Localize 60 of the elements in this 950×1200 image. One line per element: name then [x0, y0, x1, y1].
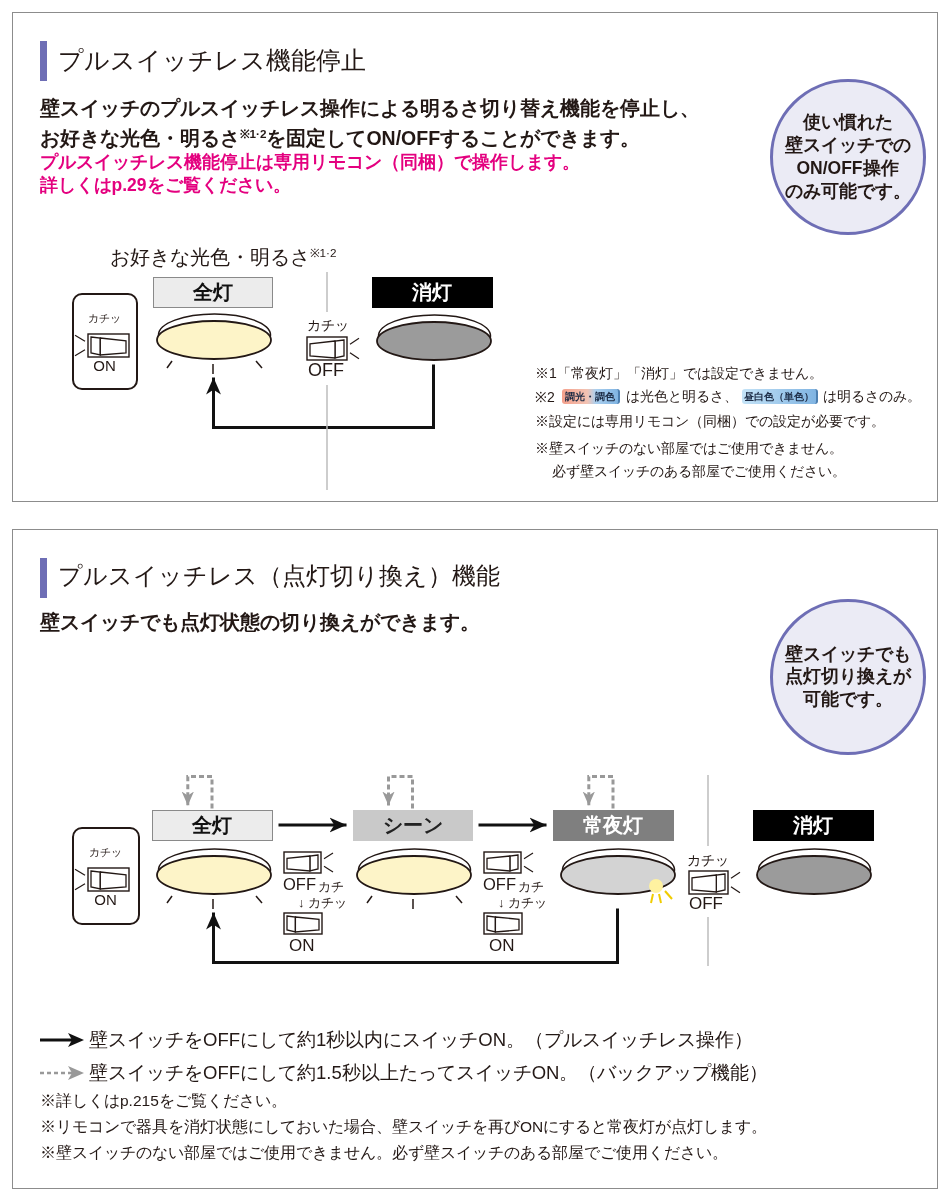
switch-state-label: ON — [289, 935, 315, 957]
info-circle: 壁スイッチでも点灯切り換えが可能です。 — [769, 598, 926, 755]
footnote: ※1「常夜灯」「消灯」では設定できません。 — [535, 364, 823, 382]
legend-text: 壁スイッチをOFFにして約1秒以内にスイッチON。（プルスイッチレス操作） — [89, 1028, 754, 1051]
description-text: 壁スイッチでも点灯状態の切り換えができます。 — [39, 609, 481, 635]
mode-box: 消灯 — [752, 809, 874, 841]
sound-label: ↓ カチッ — [498, 895, 548, 911]
footnote: は光色と明るさ、 — [625, 388, 738, 405]
section-title: プルスイッチレス機能停止 — [57, 44, 366, 75]
ceiling-light — [755, 847, 872, 896]
section-panel — [12, 12, 938, 502]
ceiling-light — [355, 847, 472, 910]
switch-state-label: OFF — [689, 893, 723, 914]
mode-box: 全灯 — [152, 276, 273, 308]
dashed-arrow — [582, 775, 615, 809]
switch-state-label: OFF — [308, 359, 344, 382]
footnote: ※壁スイッチのない部屋ではご使用できません。必ず壁スイッチのある部屋でご使用ください。 — [40, 1144, 728, 1163]
section-title: プルスイッチレス（点灯切り換え）機能 — [57, 561, 500, 591]
caption-text: お好きな光色・明るさ$^{※1·2}$ — [109, 245, 337, 269]
mode-box: シーン — [352, 809, 473, 841]
sound-label: カチッ — [307, 316, 349, 334]
arrow — [278, 817, 347, 833]
switch-state-label: ON — [94, 890, 117, 909]
mode-box: 常夜灯 — [552, 809, 674, 841]
footnote: ※2 — [535, 388, 555, 406]
ceiling-light — [155, 847, 272, 910]
mode-box: 消灯 — [371, 276, 493, 308]
footnote: は明るさのみ。 — [822, 388, 921, 405]
sound-label: カチッ — [88, 311, 121, 325]
legend-text: 壁スイッチをOFFにして約1.5秒以上たってスイッチON。（バックアップ機能） — [89, 1061, 769, 1084]
section-panel — [12, 529, 938, 1189]
sound-label: カチッ — [687, 851, 729, 869]
footnote: ※設定には専用リモコン（同梱）での設定が必要です。 — [535, 412, 885, 430]
arrow — [478, 817, 547, 833]
wall-switch-panel — [71, 826, 140, 925]
ceiling-light — [375, 313, 492, 362]
sound-label: ↓ カチッ — [298, 895, 348, 911]
switch-state-label: OFF — [283, 875, 316, 895]
notice-text: プルスイッチレス機能停止は専用リモコン（同梱）で操作します。詳しくはp.29をご覧ください。 — [39, 151, 580, 197]
type-badge: 調光・調色 — [561, 389, 620, 404]
description-text: 壁スイッチのプルスイッチレス操作による明るさ切り替え機能を停止し、お好きな光色・明るさ$^{※1·2}$を固定してON/OFFすることができます。 — [39, 95, 700, 151]
mode-box: 全灯 — [151, 809, 273, 841]
dashed-arrow — [181, 775, 214, 809]
info-circle: 使い慣れた壁スイッチでのON/OFF操作のみ可能です。 — [769, 78, 926, 235]
footnote: ※リモコンで器具を消灯状態にしておいた場合、壁スイッチを再びONにすると常夜灯が点灯します。 — [40, 1118, 768, 1137]
ceiling-light — [155, 312, 272, 375]
arrow — [206, 908, 619, 964]
footnote: ※壁スイッチのない部屋ではご使用できません。必ず壁スイッチのある部屋でご使用ください。 — [535, 438, 846, 482]
footnote: ※詳しくはp.215をご覧ください。 — [40, 1092, 287, 1111]
switch-state-label: OFF — [483, 875, 516, 895]
switch-state-label: ON — [93, 356, 116, 375]
wall-switch-panel — [71, 292, 138, 390]
ceiling-light — [559, 847, 676, 906]
arrow — [206, 364, 435, 429]
sound-label: カチ — [318, 879, 344, 895]
sound-label: カチ — [518, 879, 544, 895]
switch-state-label: ON — [489, 935, 515, 957]
type-badge: 昼白色（単色） — [741, 389, 818, 404]
sound-label: カチッ — [89, 845, 122, 859]
dashed-arrow — [382, 775, 414, 809]
